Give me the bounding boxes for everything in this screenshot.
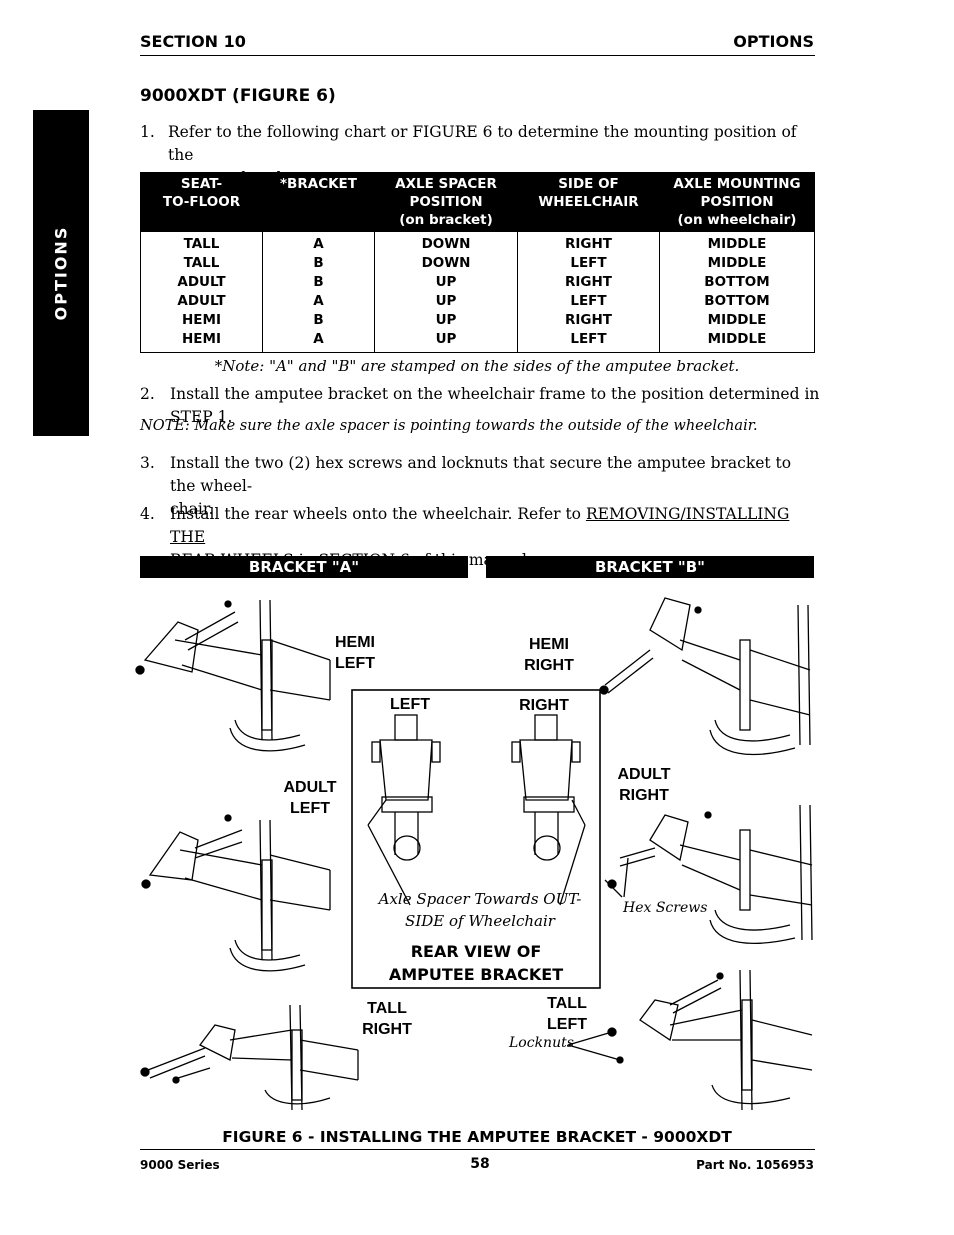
footer-rule [140, 1149, 815, 1150]
bracket-b-banner: BRACKET "B" [486, 556, 814, 578]
side-tab: OPTIONS [33, 110, 89, 436]
step-3-line-1: Install the two (2) hex screws and lockn… [170, 454, 792, 495]
rear-view-left-bracket [367, 714, 441, 906]
adult-right-assembly [604, 804, 813, 944]
step-4-number: 4. [140, 505, 155, 523]
col-header-bracket: *BRACKET [262, 172, 375, 232]
rear-view-right-label: RIGHT [519, 697, 569, 714]
section-label: SECTION 10 [140, 32, 246, 51]
step-3-line-2: chair. [170, 500, 214, 518]
rear-view-box [351, 689, 601, 989]
step-3-text: Install the two (2) hex screws and lockn… [170, 452, 820, 521]
header-title: OPTIONS [733, 32, 814, 51]
locknuts-label: Locknuts [509, 1035, 574, 1051]
hex-screws-label: Hex Screws [623, 900, 708, 916]
step-4-pre: Install the rear wheels onto the wheelch… [170, 505, 586, 523]
col-header-seat-to-floor: SEAT-TO-FLOOR [140, 172, 263, 232]
header-rule [140, 55, 815, 56]
step-3-number: 3. [140, 454, 155, 472]
table-note: *Note: "A" and "B" are stamped on the si… [214, 357, 740, 375]
adult-left-assembly [141, 814, 331, 972]
tall-right-assembly [140, 1004, 359, 1111]
rear-view-left-label: LEFT [390, 696, 430, 713]
footer-series: 9000 Series [140, 1158, 220, 1172]
removing-installing-link[interactable]: REMOVING/INSTALLING THE [170, 505, 790, 546]
step-1-number: 1. [140, 123, 155, 141]
step-1-line-1: Refer to the following chart or FIGURE 6… [168, 123, 797, 164]
footer-part-number: Part No. 1056953 [696, 1158, 814, 1172]
section-heading: 9000XDT (FIGURE 6) [140, 86, 336, 106]
bracket-a-banner: BRACKET "A" [140, 556, 468, 578]
page-number: 58 [470, 1156, 490, 1172]
figure-caption: FIGURE 6 - INSTALLING THE AMPUTEE BRACKE… [222, 1128, 732, 1146]
tall-left-assembly [567, 969, 813, 1111]
hemi-right-assembly [599, 597, 811, 756]
axle-spacer-note: Axle Spacer Towards OUT-SIDE of Wheelcha… [378, 890, 582, 930]
step-2-text: Install the amputee bracket on the wheel… [170, 385, 820, 426]
rear-view-right-bracket [511, 714, 586, 906]
hemi-left-assembly [135, 599, 331, 752]
step-2-number: 2. [140, 385, 155, 403]
note-text: NOTE: Make sure the axle spacer is point… [140, 418, 758, 434]
